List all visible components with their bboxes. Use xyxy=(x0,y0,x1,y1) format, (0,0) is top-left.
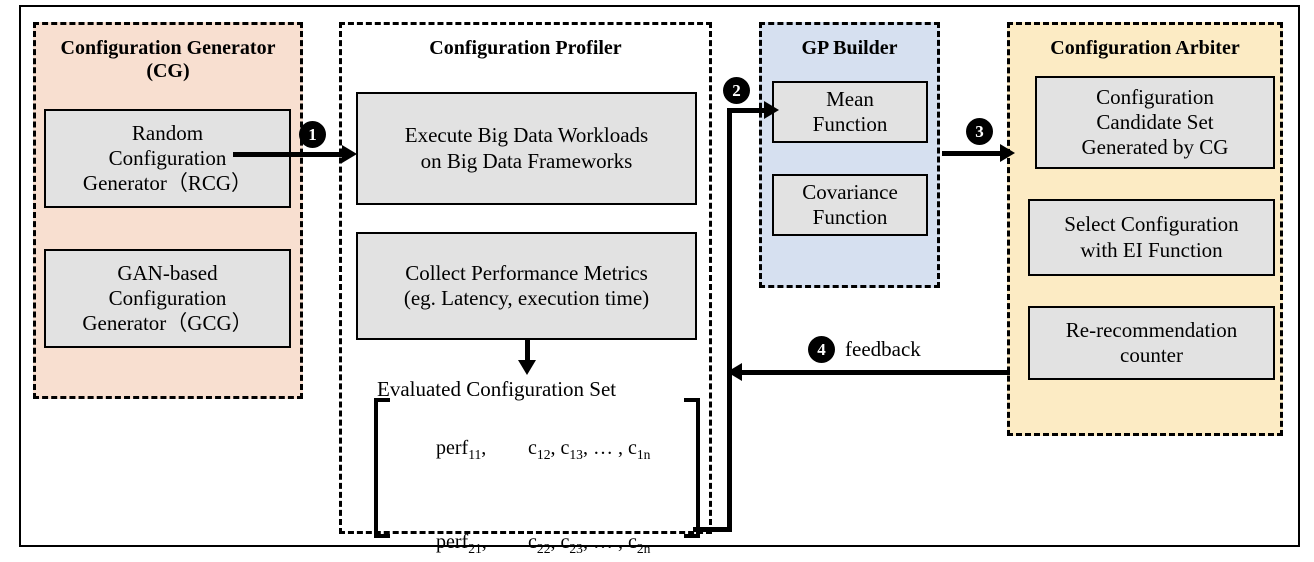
box-execute-big-data-workloads: Execute Big Data Workloads on Big Data F… xyxy=(356,92,697,205)
box-re-recommendation-counter: Re-recommendation counter xyxy=(1028,306,1275,380)
arrow-4-head xyxy=(727,363,742,381)
box-select-configuration-ei: Select Configuration with EI Function xyxy=(1028,199,1275,276)
collect-line-2: (eg. Latency, execution time) xyxy=(403,286,650,310)
box-random-configuration-generator: Random Configuration Generator（RCG） xyxy=(44,109,291,208)
arrow-3-line xyxy=(942,151,1007,156)
arrow-2-head xyxy=(764,101,779,119)
arrow-2-base-line xyxy=(693,527,732,532)
arrow-1-head xyxy=(342,145,357,163)
panel-configuration-arbiter-title: Configuration Arbiter xyxy=(1010,37,1280,60)
arrow-1-badge: 1 xyxy=(299,121,326,148)
gcg-line-1: GAN-based xyxy=(117,260,218,285)
connector-collect-to-evaluated-set xyxy=(525,340,530,363)
arrow-2-badge: 2 xyxy=(723,77,750,104)
gp-builder-title-line-1: GP Builder xyxy=(801,37,898,59)
panel-configuration-profiler-title: Configuration Profiler xyxy=(342,37,709,60)
evaluated-configuration-set-label: Evaluated Configuration Set xyxy=(377,377,617,401)
mean-function-line-1: Mean xyxy=(826,86,874,111)
figure-outer-frame xyxy=(19,5,1300,547)
select-config-line-1: Select Configuration xyxy=(1064,212,1239,237)
cg-title-line-1: Configuration Generator xyxy=(60,37,276,59)
matrix-bracket-left xyxy=(374,398,390,538)
panel-gp-builder: GP Builder xyxy=(759,22,940,288)
matrix-row: perf11,c12, c13, … , c1n xyxy=(436,437,651,462)
arrow-3-badge: 3 xyxy=(966,118,993,145)
collect-line-1: Collect Performance Metrics xyxy=(405,260,648,285)
execute-line-2: on Big Data Frameworks xyxy=(420,148,633,173)
matrix-rows: perf11,c12, c13, … , c1n perf21,c22, c23… xyxy=(396,402,680,562)
arrow-4-badge: 4 xyxy=(808,336,835,363)
rcg-line-3: Generator（RCG） xyxy=(82,171,253,196)
profiler-title-line-1: Configuration Profiler xyxy=(429,37,622,59)
covariance-function-line-2: Function xyxy=(812,205,888,229)
arrow-4-label: feedback xyxy=(845,337,921,361)
execute-line-1: Execute Big Data Workloads xyxy=(404,123,649,148)
box-gan-based-configuration-generator: GAN-based Configuration Generator（GCG） xyxy=(44,249,291,348)
box-configuration-candidate-set: Configuration Candidate Set Generated by… xyxy=(1035,76,1275,169)
panel-configuration-generator-title: Configuration Generator (CG) xyxy=(36,37,300,83)
rcg-line-1: Random xyxy=(131,120,204,145)
candidate-set-line-1: Configuration xyxy=(1096,84,1214,109)
arrow-4-line xyxy=(738,370,1010,375)
arbiter-title-line-1: Configuration Arbiter xyxy=(1050,37,1240,59)
matrix-bracket-right xyxy=(684,398,700,538)
arrow-2-vertical-line xyxy=(727,108,732,529)
candidate-set-line-3: Generated by CG xyxy=(1081,135,1229,160)
gcg-line-3: Generator（GCG） xyxy=(82,311,253,336)
arrow-1-line xyxy=(233,152,343,157)
panel-gp-builder-title: GP Builder xyxy=(762,37,937,60)
rcg-line-2: Configuration xyxy=(108,145,227,170)
box-mean-function: Mean Function xyxy=(772,81,928,143)
counter-line-1: Re-recommendation xyxy=(1065,317,1238,342)
counter-line-2: counter xyxy=(1120,343,1183,367)
mean-function-line-2: Function xyxy=(812,112,888,136)
box-covariance-function: Covariance Function xyxy=(772,174,928,236)
arrowhead-collect-to-evaluated-set xyxy=(518,360,536,375)
evaluated-configuration-matrix: perf11,c12, c13, … , c1n perf21,c22, c23… xyxy=(374,398,700,556)
candidate-set-line-2: Candidate Set xyxy=(1096,109,1214,134)
box-collect-performance-metrics: Collect Performance Metrics (eg. Latency… xyxy=(356,232,697,340)
matrix-row: perf21,c22, c23, … , c2n xyxy=(436,531,651,557)
arrow-3-head xyxy=(1000,144,1015,162)
select-config-line-2: with EI Function xyxy=(1080,237,1223,262)
cg-title-line-2: (CG) xyxy=(146,60,190,82)
gcg-line-2: Configuration xyxy=(108,285,227,310)
arrow-2-line xyxy=(727,108,771,113)
covariance-function-line-1: Covariance xyxy=(802,179,898,204)
